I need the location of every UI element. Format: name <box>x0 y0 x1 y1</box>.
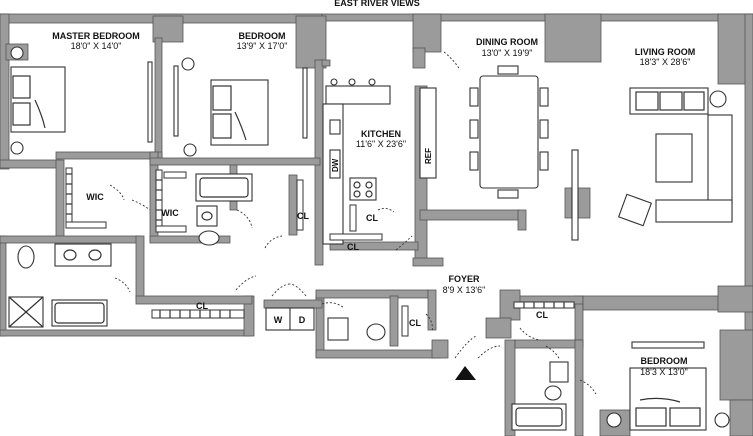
room-name: MASTER BEDROOM <box>52 31 140 41</box>
room-name: FOYER <box>448 274 480 284</box>
toilet <box>544 385 562 401</box>
master-bedroom: MASTER BEDROOM 18'0" X 14'0" <box>10 31 153 155</box>
wic-left: WIC <box>65 167 125 229</box>
room-dims: 18'0" X 14'0" <box>71 41 122 51</box>
powder-toilet <box>366 323 386 341</box>
dw-label: DW <box>331 158 340 172</box>
room-name: LIVING ROOM <box>635 47 696 57</box>
svg-text:CL: CL <box>347 242 359 252</box>
svg-text:D: D <box>299 315 306 325</box>
closet-bedroom-two: CL <box>296 179 309 231</box>
bedroom-two-bath <box>195 173 253 246</box>
washer-dryer: W D <box>265 283 315 331</box>
wic-label: WIC <box>86 192 104 202</box>
foyer: FOYER 8'9 X 13'6" <box>443 274 501 380</box>
closet-label: CL <box>196 301 208 311</box>
closet-label: CL <box>297 211 309 221</box>
master-bed <box>10 66 66 133</box>
view-label: EAST RIVER VIEWS <box>334 0 420 8</box>
bedroom-three-bath <box>511 345 597 431</box>
exterior-walls <box>0 13 753 436</box>
room-dims: 18'3 X 13'0" <box>640 367 688 377</box>
room-dims: 13'0" X 19'9" <box>482 48 533 58</box>
living-room: LIVING ROOM 18'3" X 28'6" <box>571 47 733 241</box>
ref-label: REF <box>424 148 433 164</box>
bedroom-two-bed <box>210 79 269 146</box>
bedroom-three: BEDROOM 18'3 X 13'0" <box>606 341 730 431</box>
bedroom-two: BEDROOM 13'9" X 17'0" <box>173 31 308 157</box>
master-bath <box>8 243 131 328</box>
room-dims: 18'3" X 28'6" <box>640 57 691 67</box>
sofa-bottom <box>655 199 733 223</box>
room-name: KITCHEN <box>361 129 401 139</box>
hall-closet: CL <box>151 275 257 319</box>
room-name: BEDROOM <box>641 356 688 366</box>
kitchen-island <box>325 85 391 105</box>
svg-text:CL: CL <box>366 213 378 223</box>
kitchen: KITCHEN 11'6" X 23'6" DW REF <box>322 78 437 245</box>
svg-text:W: W <box>274 315 283 325</box>
entrance-arrow-icon <box>455 366 476 380</box>
sink <box>196 205 218 227</box>
coffee-table <box>655 133 693 183</box>
room-name: DINING ROOM <box>476 37 538 47</box>
cooktop <box>349 177 377 201</box>
toilet <box>17 245 35 269</box>
dresser <box>147 61 153 143</box>
dresser-two <box>173 65 179 137</box>
nightstand-lamp <box>10 46 24 60</box>
wic-two: WIC <box>131 169 187 233</box>
armchair <box>617 193 653 227</box>
room-dims: 8'9 X 13'6" <box>443 285 486 295</box>
dryer <box>289 307 315 331</box>
room-name: BEDROOM <box>239 31 286 41</box>
sink <box>549 361 569 383</box>
interior-walls <box>0 37 591 436</box>
console <box>571 149 579 241</box>
toilet <box>198 230 220 246</box>
refrigerator <box>419 87 437 179</box>
master-bathtub <box>51 299 108 327</box>
dining-room: DINING ROOM 13'0" X 19'9" <box>443 37 549 199</box>
kitchen-closets: CL CL <box>264 204 413 252</box>
wic-label: WIC <box>161 208 179 218</box>
svg-text:CL: CL <box>536 310 548 320</box>
powder-sink <box>327 317 349 341</box>
room-dims: 11'6" X 23'6" <box>356 139 406 149</box>
powder-room: CL <box>321 302 433 341</box>
dining-table <box>479 75 539 189</box>
foyer-closet: CL <box>513 301 575 341</box>
svg-text:CL: CL <box>409 318 421 328</box>
room-dims: 13'9" X 17'0" <box>237 41 288 51</box>
